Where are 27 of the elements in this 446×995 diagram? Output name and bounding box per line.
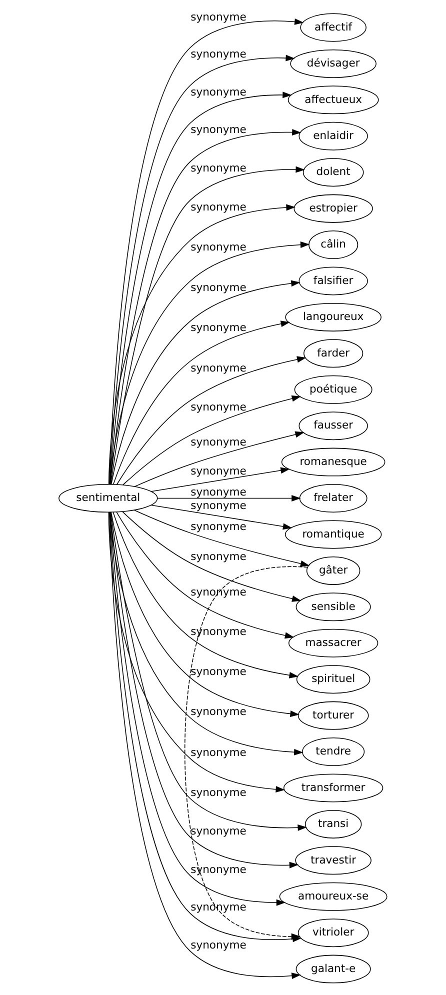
edge-label: synonyme — [190, 240, 246, 254]
edge-label: synonyme — [190, 435, 246, 448]
edge-label: synonyme — [190, 746, 246, 759]
edge-label: synonyme — [190, 862, 246, 876]
edge-label: synonyme — [190, 786, 246, 799]
edge-label: synonyme — [190, 586, 246, 599]
edge-label: synonyme — [190, 824, 246, 838]
edge-label: synonyme — [190, 200, 246, 214]
edge-label: synonyme — [190, 624, 246, 638]
edge-label: synonyme — [190, 664, 246, 678]
edge-label: synonyme — [190, 281, 246, 294]
edge-label: synonyme — [190, 321, 246, 334]
edge-label: synonyme — [190, 520, 246, 534]
edge-label: synonyme — [190, 704, 246, 718]
edge-label: synonyme — [190, 938, 246, 952]
edge-label: synonyme — [190, 464, 246, 478]
edge-label: synonyme — [190, 48, 246, 61]
edge-label: synonyme — [190, 162, 246, 175]
edge-label: synonyme — [190, 550, 246, 564]
edge-label: synonyme — [190, 900, 246, 914]
edge-label: synonyme — [190, 123, 246, 136]
edge-label: synonyme — [190, 485, 246, 498]
edge-label: synonyme — [190, 499, 246, 512]
edge-label: synonyme — [190, 400, 246, 414]
edge-label: synonyme — [190, 10, 246, 24]
edge-label: synonyme — [190, 361, 246, 374]
edge-label: synonyme — [190, 85, 246, 98]
